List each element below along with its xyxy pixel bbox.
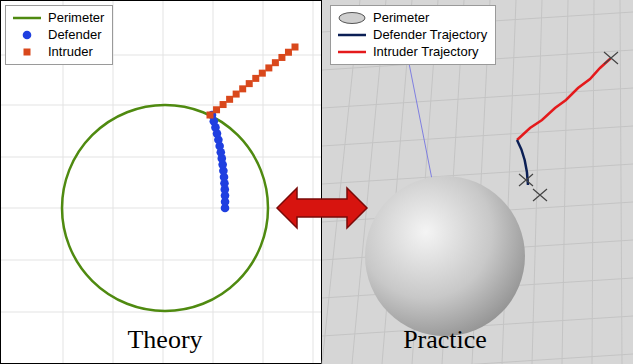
intruder-points [207, 44, 299, 119]
perimeter-sphere [365, 176, 525, 336]
theory-panel [1, 1, 322, 364]
legend-sample [337, 28, 367, 42]
practice-panel [322, 0, 633, 364]
legend-sample [12, 28, 42, 42]
legend-row: Perimeter [337, 9, 487, 26]
double-arrow [277, 188, 367, 228]
legend-label: Intruder [48, 44, 93, 59]
legend-row: Defender Trajectory [337, 26, 487, 43]
legend-sample [12, 45, 42, 59]
perimeter-circle [62, 105, 268, 311]
quadrotor-marks [519, 52, 618, 201]
floor-grid [322, 0, 633, 364]
intruder-trajectory [517, 58, 611, 140]
legend-label: Intruder Trajectory [373, 44, 479, 59]
plot-grid [1, 1, 321, 363]
legend-label: Defender Trajectory [373, 27, 487, 42]
legend-row: Defender [12, 26, 104, 43]
panel-caption: Theory [127, 325, 202, 355]
legend-row: Perimeter [12, 9, 104, 26]
legend-box: PerimeterDefenderIntruder [5, 5, 113, 65]
legend-label: Defender [48, 27, 101, 42]
legend-row: Intruder [12, 43, 104, 60]
defender-points [208, 111, 230, 213]
defender-trajectory [517, 140, 528, 185]
legend-sample [12, 11, 42, 25]
panel-caption: Practice [403, 325, 487, 355]
legend-row: Intruder Trajectory [337, 43, 487, 60]
legend-label: Perimeter [373, 10, 429, 25]
legend-sample [337, 11, 367, 25]
legend-sample [337, 45, 367, 59]
legend-box: PerimeterDefender TrajectoryIntruder Tra… [330, 5, 496, 65]
legend-label: Perimeter [48, 10, 104, 25]
